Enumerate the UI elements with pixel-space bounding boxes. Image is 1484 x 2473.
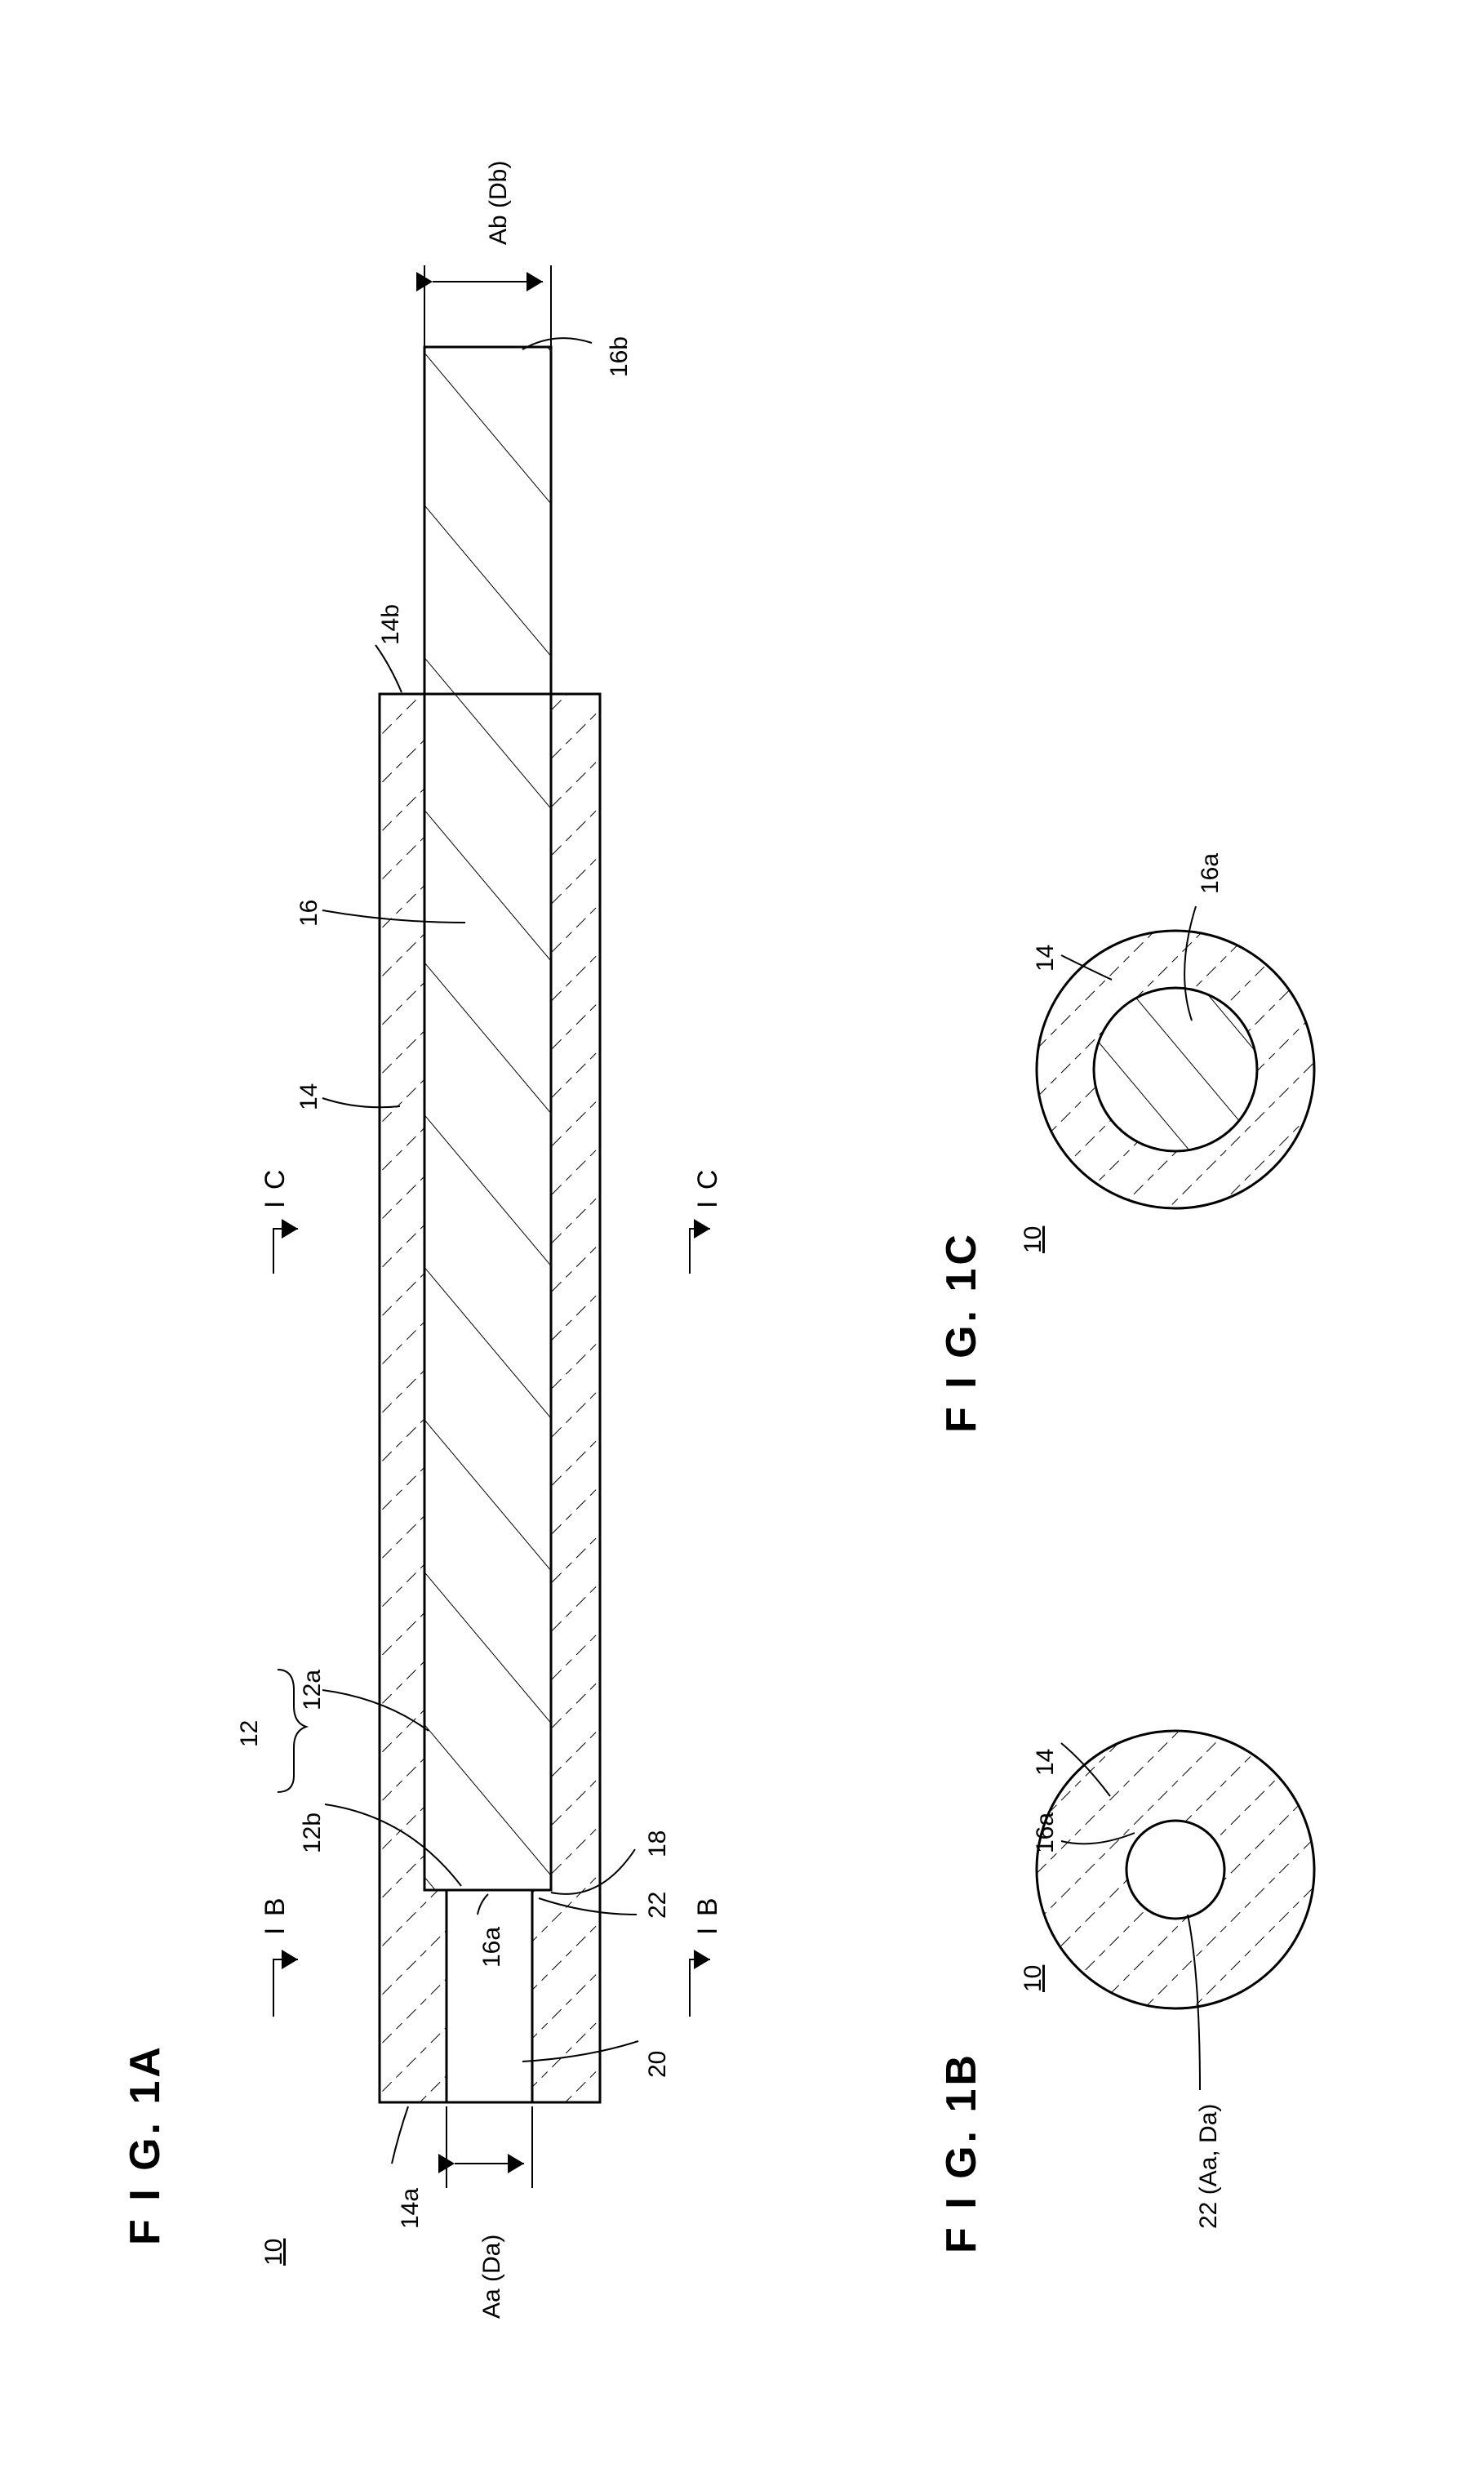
fig-1b: 14 16a 22 (Aa, Da) F I G. 1B 10 <box>938 1731 1314 2253</box>
section-ib-left-label: I B <box>260 1896 291 1935</box>
section-ic-right-label: I C <box>692 1168 723 1208</box>
fig-1b-title: F I G. 1B <box>938 2052 985 2253</box>
fig-1c-number: 10 <box>1020 1226 1046 1253</box>
leader-14b <box>375 645 402 692</box>
leader-14a <box>392 2106 408 2164</box>
fig-1c-label-16a: 16a <box>1197 853 1224 894</box>
hole-22-section-b <box>1126 1821 1224 1919</box>
label-18: 18 <box>644 1830 671 1857</box>
label-14a: 14a <box>397 2188 424 2229</box>
fig-1a-title: F I G. 1A <box>122 2044 169 2245</box>
fig-1c-label-14: 14 <box>1032 945 1059 972</box>
label-16: 16 <box>295 900 322 927</box>
fig-1b-label-22: 22 (Aa, Da) <box>1195 2104 1222 2229</box>
fig-1c: 14 16a F I G. 1C 10 <box>938 853 1314 1433</box>
fig-1a-number: 10 <box>260 2239 287 2266</box>
fig-1b-label-16a: 16a <box>1032 1812 1059 1853</box>
label-20: 20 <box>644 2051 671 2078</box>
fig-1a: Ab (Db) Aa (Da) 16b 14b 16 14 12 12a 12b… <box>122 161 723 2319</box>
rod-16-section-c <box>1094 988 1257 1151</box>
fig-1b-number: 10 <box>1020 1965 1046 1992</box>
section-ib-left <box>273 1959 298 2017</box>
label-12: 12 <box>236 1720 263 1747</box>
label-12b: 12b <box>299 1812 326 1853</box>
fig-1b-label-14: 14 <box>1032 1749 1059 1776</box>
label-14b: 14b <box>377 604 404 645</box>
fig-1c-title: F I G. 1C <box>938 1231 985 1433</box>
section-ib-right-label: I B <box>692 1896 723 1935</box>
rod-16 <box>424 347 551 1890</box>
label-14: 14 <box>295 1083 322 1110</box>
label-12a: 12a <box>299 1670 326 1710</box>
section-ic-right <box>690 1229 710 1274</box>
hole-20 <box>447 1890 532 2102</box>
label-16a: 16a <box>478 1927 505 1968</box>
section-ic-left <box>273 1229 298 1274</box>
section-ic-left-label: I C <box>260 1168 291 1208</box>
dim-label-ab: Ab (Db) <box>485 161 512 245</box>
label-16b: 16b <box>606 336 633 377</box>
section-ib-right <box>690 1959 710 2017</box>
dim-label-aa: Aa (Da) <box>478 2235 505 2319</box>
label-22: 22 <box>644 1892 671 1919</box>
